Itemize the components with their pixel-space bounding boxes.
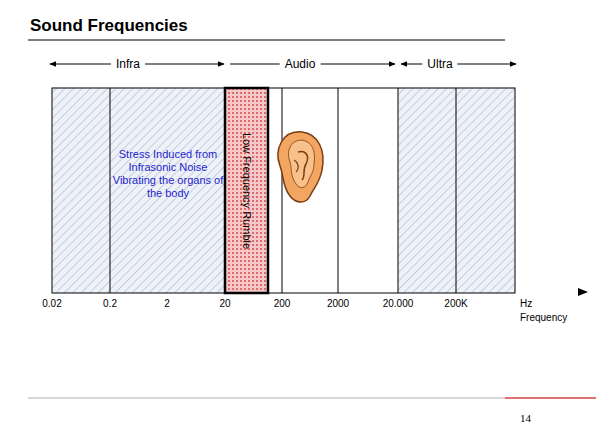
axis-arrowhead: [578, 288, 588, 296]
band-note: Stress Induced from Infrasonic Noise Vib…: [112, 148, 224, 200]
chart-frame: [52, 88, 515, 293]
infrasonic-band: Stress Induced from Infrasonic Noise Vib…: [52, 88, 225, 293]
footer-accent: [505, 397, 596, 399]
infra-hatch: [52, 88, 225, 293]
rumble-fill: [225, 88, 268, 293]
slide-title: Sound Frequencies: [30, 16, 188, 36]
band-label: Low Frequency Rumble: [241, 132, 253, 248]
footer-rule: [28, 398, 505, 399]
tick-label: 20: [219, 298, 230, 309]
axis-label: Frequency: [520, 312, 567, 323]
tick-label: 0.02: [42, 298, 61, 309]
tick-label: 200: [274, 298, 291, 309]
rumble-border: [225, 88, 268, 293]
decade-lines: [110, 88, 456, 293]
range-label: Infra: [111, 57, 145, 71]
page-number: 14: [520, 412, 531, 424]
title-rule: [28, 40, 505, 41]
ultra-hatch: [398, 88, 515, 293]
tick-label: 200K: [444, 298, 467, 309]
tick-label: 20.000: [383, 298, 414, 309]
tick-label: 2000: [327, 298, 349, 309]
range-arrow: [401, 64, 516, 65]
range-label: Ultra: [422, 57, 457, 71]
rumble-band: Low Frequency Rumble: [225, 88, 268, 293]
range-label: Audio: [280, 57, 321, 71]
unit-label: Hz: [520, 298, 532, 309]
tick-label: 0.2: [103, 298, 117, 309]
chart-ground: [52, 88, 515, 293]
tick-label: 2: [164, 298, 170, 309]
ear-illustration: [278, 132, 323, 202]
